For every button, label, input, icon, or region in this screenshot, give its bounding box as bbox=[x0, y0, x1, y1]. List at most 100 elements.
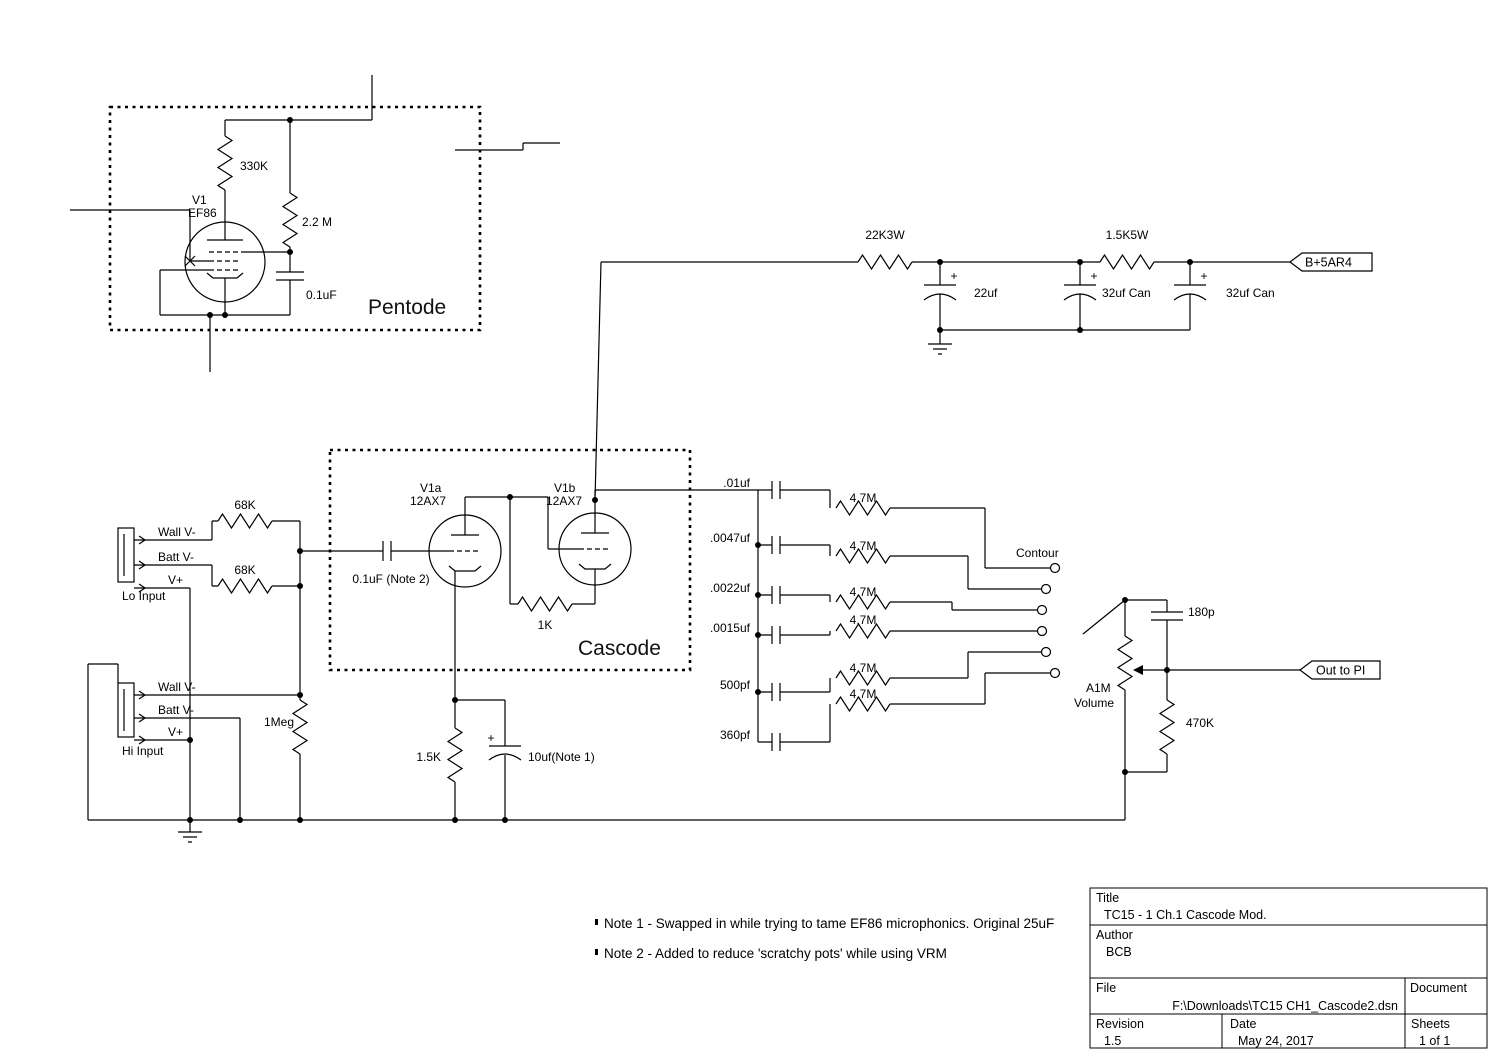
note-1: Note 1 - Swapped in while trying to tame… bbox=[604, 916, 1054, 931]
jack-contact-chevrons bbox=[138, 535, 147, 745]
tube-type-label: EF86 bbox=[188, 206, 217, 220]
coupling-cap-label: 0.1uF (Note 2) bbox=[352, 572, 429, 586]
resistor-1.5k5w bbox=[1099, 254, 1155, 270]
resistor-1.5k5w-label: 1.5K5W bbox=[1106, 228, 1149, 242]
junction-dot bbox=[755, 542, 761, 548]
cascode-section-label: Cascode bbox=[578, 637, 661, 660]
tube-v1a-ref-label: V1a bbox=[420, 481, 442, 495]
flag-b-plus-5ar4 bbox=[1289, 252, 1373, 272]
contour-section: .01uf .0047uf .0022uf .0015uf 500pf 360p… bbox=[710, 476, 1126, 751]
resistor-4.7m-5-label: 4.7M bbox=[850, 661, 877, 675]
lo-batt-label: Batt V- bbox=[158, 550, 194, 564]
flag-b-plus-label: B+5AR4 bbox=[1305, 256, 1352, 270]
pot-a1m-volume bbox=[1117, 635, 1133, 691]
cap-curved-plates bbox=[923, 293, 1207, 301]
tube-cathode bbox=[206, 272, 244, 279]
switch-contact-3 bbox=[1036, 604, 1048, 616]
cap-180p-label: 180p bbox=[1188, 605, 1215, 619]
resistor-1.5k-label: 1.5K bbox=[416, 750, 441, 764]
tube-v1-ef86 bbox=[184, 221, 266, 303]
junction-dot bbox=[937, 259, 943, 265]
cap-32uf-can-2-label: 32uf Can bbox=[1226, 286, 1275, 300]
lo-input-label: Lo Input bbox=[122, 589, 166, 603]
polarity-plus: + bbox=[950, 269, 957, 283]
resistor-2-2m-label: 2.2 M bbox=[302, 215, 332, 229]
junction-dot bbox=[207, 312, 213, 318]
resistor-1meg bbox=[292, 699, 308, 755]
date-label: Date bbox=[1230, 1017, 1256, 1031]
flag-out-to-pi bbox=[1299, 660, 1381, 680]
note-bullet bbox=[595, 919, 598, 925]
hi-batt-label: Batt V- bbox=[158, 703, 194, 717]
resistor-1meg-label: 1Meg bbox=[264, 715, 294, 729]
junction-dot bbox=[1187, 259, 1193, 265]
pentode-wires bbox=[70, 75, 560, 372]
cap-0047uf-label: .0047uf bbox=[710, 531, 751, 545]
flag-out-label: Out to PI bbox=[1316, 664, 1365, 678]
inputs-section: Wall V- Batt V- V+ Lo Input Wall V- Batt… bbox=[87, 498, 1125, 843]
junction-dot bbox=[452, 817, 458, 823]
junction-dot bbox=[755, 592, 761, 598]
junction-dot bbox=[452, 697, 458, 703]
lo-wall-label: Wall V- bbox=[158, 525, 196, 539]
pot-name-label: Volume bbox=[1074, 696, 1114, 710]
tube-grids bbox=[209, 251, 241, 271]
junction-dot bbox=[507, 494, 513, 500]
tube-v1b-type-label: 12AX7 bbox=[546, 494, 582, 508]
resistor-4.7m-6-label: 4.7M bbox=[850, 687, 877, 701]
cap-0022uf-label: .0022uf bbox=[710, 581, 751, 595]
title-block-grid bbox=[1090, 924, 1487, 1048]
tube-cathode bbox=[448, 565, 482, 572]
input-wires bbox=[87, 520, 1125, 843]
junction-dot bbox=[937, 327, 943, 333]
resistor-68k-1 bbox=[217, 513, 273, 529]
resistor-4.7m-4-label: 4.7M bbox=[850, 613, 877, 627]
cap-10uf-label: 10uf(Note 1) bbox=[528, 750, 595, 764]
lo-vplus-label: V+ bbox=[168, 573, 183, 587]
junction-dot bbox=[1077, 327, 1083, 333]
tube-envelope bbox=[558, 512, 632, 586]
author-label: Author bbox=[1096, 928, 1133, 942]
hi-input-label: Hi Input bbox=[122, 744, 164, 758]
cap-360pf-label: 360pf bbox=[720, 728, 751, 742]
cascode-section: Cascode V1a 12AX7 V1b 12AX7 0.1uF (Note … bbox=[328, 448, 758, 700]
switch-contact-5 bbox=[1040, 646, 1052, 658]
power-supply-section: 22K3W 1.5K5W 22uf 32uf Can 32uf Can + + … bbox=[594, 228, 1373, 501]
cascode-wires bbox=[382, 489, 758, 700]
junction-dot bbox=[297, 692, 303, 698]
contour-label: Contour bbox=[1016, 546, 1059, 560]
hi-vplus-label: V+ bbox=[168, 725, 183, 739]
hi-wall-label: Wall V- bbox=[158, 680, 196, 694]
junction-dot bbox=[222, 312, 228, 318]
polarity-plus: + bbox=[487, 731, 494, 745]
junction-dot bbox=[287, 117, 293, 123]
resistor-4.7m-1-label: 4.7M bbox=[850, 491, 877, 505]
grid-x-mark bbox=[184, 255, 196, 267]
resistor-4.7m-3-label: 4.7M bbox=[850, 585, 877, 599]
power-rail-wires bbox=[594, 261, 1290, 501]
note-bullet bbox=[595, 949, 598, 955]
author-value: BCB bbox=[1106, 945, 1132, 959]
switch-contact-6 bbox=[1049, 667, 1061, 679]
jack-hi-input bbox=[117, 682, 135, 738]
junction-dot bbox=[187, 817, 193, 823]
junction-dot bbox=[502, 817, 508, 823]
junction-dot bbox=[1077, 259, 1083, 265]
title-label: Title bbox=[1096, 891, 1119, 905]
switch-contact-2 bbox=[1040, 583, 1052, 595]
resistor-470k bbox=[1159, 699, 1175, 755]
junction-dot bbox=[592, 497, 598, 503]
sheets-value: 1 of 1 bbox=[1419, 1034, 1450, 1048]
resistor-4.7m-2-label: 4.7M bbox=[850, 539, 877, 553]
document-label: Document bbox=[1410, 981, 1467, 995]
resistor-1k bbox=[517, 596, 573, 612]
pot-value-label: A1M bbox=[1086, 681, 1111, 695]
junction-dot bbox=[287, 249, 293, 255]
tube-v1a-12ax7 bbox=[428, 514, 502, 588]
sheets-label: Sheets bbox=[1411, 1017, 1450, 1031]
note-2: Note 2 - Added to reduce 'scratchy pots'… bbox=[604, 946, 947, 961]
pentode-section: Pentode V1 EF86 330K 2.2 M 0.1uF bbox=[70, 75, 560, 372]
date-value: May 24, 2017 bbox=[1238, 1034, 1314, 1048]
